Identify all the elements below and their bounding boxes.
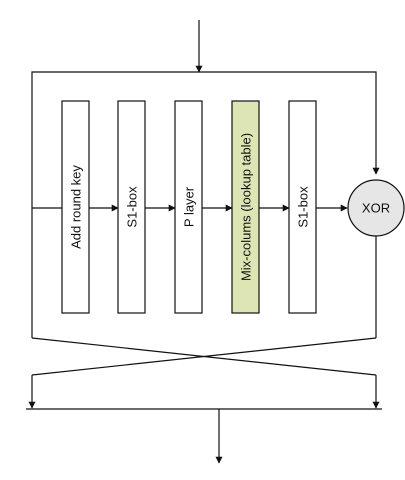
block-mix-columns: Mix-colums (lookup table)	[231, 100, 260, 314]
block-s1-box-2-label: S1-box	[296, 186, 311, 228]
block-add-round-key-label: Add round key	[69, 165, 84, 249]
xor-node: XOR	[347, 179, 405, 237]
block-p-layer: P layer	[174, 100, 203, 314]
block-p-layer-label: P layer	[182, 186, 197, 227]
xor-label: XOR	[362, 201, 390, 216]
block-s1-box-2: S1-box	[288, 100, 317, 314]
block-add-round-key: Add round key	[61, 100, 90, 314]
cross-line-right-to-left	[31, 337, 377, 376]
block-mix-columns-label: Mix-colums (lookup table)	[239, 133, 254, 281]
block-s1-box-1: S1-box	[117, 100, 146, 314]
outer-frame	[31, 71, 380, 338]
block-s1-box-1-label: S1-box	[125, 186, 140, 228]
